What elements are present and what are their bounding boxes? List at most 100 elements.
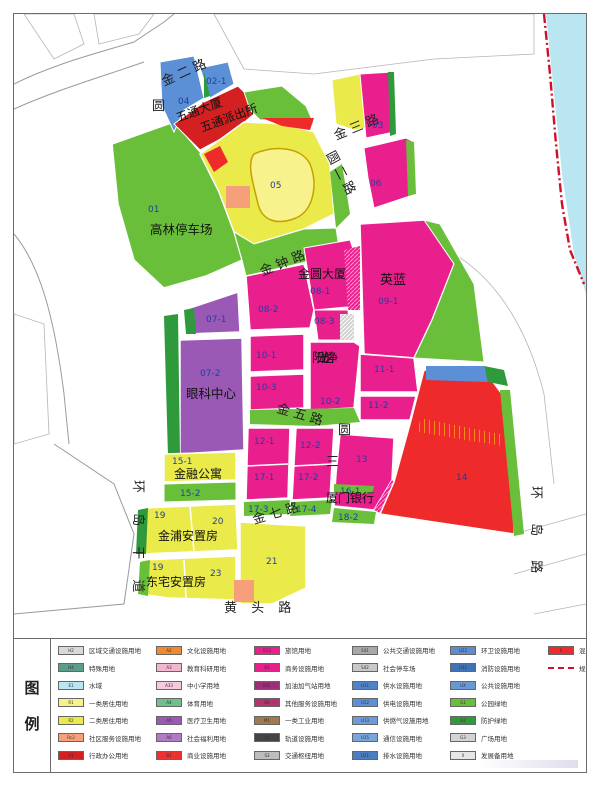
legend-title: 图 例 (14, 639, 51, 772)
code-01: 01 (148, 205, 159, 215)
legend-swatch: S41 (352, 645, 378, 655)
street-huan-dao-east-label: 环 岛 路 (528, 486, 544, 583)
parcel-19-edge (136, 508, 148, 554)
code-17-2: 17-2 (298, 473, 318, 483)
legend-label: 公共设施用地 (481, 682, 520, 690)
legend-label: 防护绿地 (481, 717, 507, 725)
parcel-07-1-edge (184, 308, 196, 334)
code-03: 03 (372, 121, 383, 131)
legend-swatch: A4 (156, 698, 182, 707)
legend-swatch: S3 (254, 750, 280, 760)
street-yuan-label: 圆 (152, 99, 165, 114)
parcel-07-green (164, 314, 180, 456)
parcel-10-3[interactable] (249, 373, 305, 411)
parcel-12-2[interactable] (291, 427, 335, 501)
land-use-map: 金 二 路 圆 金 三 路 圆 二 路 金 钟 路 金 五 路 圆 三 金 七 … (14, 14, 586, 638)
parcel-codes: 01 02-1 03 04 05 06 07-1 07-2 08-1 08-2 … (148, 77, 468, 579)
parcel-15-2[interactable] (163, 481, 237, 503)
legend-swatch: G1 (450, 698, 476, 707)
context-road-outline (14, 61, 145, 110)
code-08-3: 08-3 (314, 317, 334, 327)
legend-swatch: A6 (156, 733, 182, 742)
parcel-05-inner (249, 147, 315, 223)
parcel-12-1[interactable] (245, 427, 291, 501)
parcel-04[interactable] (159, 55, 205, 134)
legend-label: 一类居住用地 (89, 699, 128, 708)
legend-label: 旅馆用地 (285, 647, 311, 655)
parcel-08-1-hatch (344, 246, 360, 310)
legend-label: 广场用地 (481, 734, 507, 743)
legend-label: 教育科研用地 (187, 664, 226, 673)
legend-swatch: R2 (58, 715, 84, 725)
name-dongzhai-resettlement: 东宅安置房 (146, 574, 206, 589)
parcel-05-east-green (330, 164, 350, 228)
parcel-05-red-west (204, 146, 228, 172)
parcel-11-2[interactable] (359, 395, 417, 421)
code-18-2: 18-2 (338, 513, 358, 523)
parcel-07-2[interactable] (179, 337, 245, 455)
legend-swatch: A5 (156, 715, 182, 725)
parcel-05-south-green (233, 227, 341, 277)
legend-label: 特殊用地 (89, 664, 115, 673)
code-10-1: 10-1 (256, 351, 276, 361)
legend-swatch: U15 (352, 733, 378, 742)
legend-swatch: X (548, 645, 574, 655)
legend-swatch: A33 (156, 680, 182, 690)
code-07-1: 07-1 (206, 315, 226, 325)
legend-label: 通信设施用地 (383, 734, 422, 743)
street-yuan-3b-label: 三 (326, 455, 339, 470)
legend-swatch: U22 (450, 645, 476, 655)
parcel-divider (245, 463, 289, 467)
legend-label: 混合用地 (579, 647, 586, 655)
parcel-08-2[interactable] (245, 263, 315, 331)
name-yinglan: 英蓝 (380, 273, 406, 288)
legend-label: 体育用地 (187, 699, 213, 708)
code-09-1: 09-1 (378, 297, 398, 307)
legend-label: 行政办公用地 (89, 752, 128, 760)
code-06: 06 (370, 179, 382, 189)
context-block-outline (23, 14, 85, 60)
context-block-outline (93, 14, 155, 45)
code-15-1: 15-1 (172, 457, 192, 467)
parcel-divider (293, 463, 333, 467)
code-08-2: 08-2 (258, 305, 278, 315)
parcel-16-1[interactable] (334, 484, 374, 494)
code-15-2: 15-2 (180, 489, 200, 499)
parcel-07-1[interactable] (183, 290, 241, 335)
legend-swatch: U11 (352, 680, 378, 690)
parcel-17-3[interactable] (244, 500, 290, 516)
parcel-06-edge (406, 140, 416, 196)
street-huang-tou-label: 黄 头 路 (224, 600, 296, 616)
code-14: 14 (456, 473, 468, 483)
legend-swatch: U12 (352, 698, 378, 707)
parcel-15-1[interactable] (163, 451, 237, 483)
context-block-outline (213, 14, 535, 75)
parcel-14-hatch (418, 418, 502, 446)
legend-label: 公共交通设施用地 (383, 647, 435, 655)
legend-swatch: Rc2 (58, 733, 84, 742)
parcel-17-4[interactable] (290, 500, 332, 516)
legend-swatch: A2 (156, 645, 182, 655)
parcel-10-2[interactable] (309, 341, 361, 411)
parcel-08-3-parking (340, 314, 354, 340)
parcel-05-community (226, 186, 250, 208)
legend-item: A3 教育科研用地 (156, 662, 226, 674)
legend-label: 供燃气设施用地 (383, 717, 429, 725)
legend-label: 加油加气站用地 (285, 682, 331, 690)
legend-swatch: H4 (58, 663, 84, 672)
parcel-divider (189, 505, 195, 553)
parcel-18-2[interactable] (332, 508, 376, 524)
parcel-10-1[interactable] (249, 333, 305, 373)
legend-swatch: A3 (156, 663, 182, 672)
